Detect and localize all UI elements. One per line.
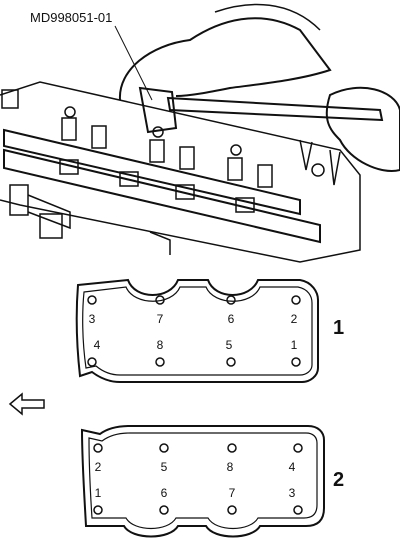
cover-2-bolt-hole — [159, 505, 169, 515]
cover-1-bolt-hole — [226, 295, 236, 305]
cover-1-label: 1 — [333, 317, 344, 339]
cover-2-outline — [80, 425, 325, 538]
tool-leader-line — [114, 25, 153, 101]
camshaft-rail-upper — [3, 128, 301, 216]
wrench-handle — [166, 96, 384, 122]
hand-right — [325, 86, 400, 172]
camshaft-rail-lower — [3, 148, 321, 244]
cover-2-bolt-number: 6 — [161, 486, 168, 500]
cover-2-bolt-hole — [293, 505, 303, 515]
cover-1-bolt-number: 7 — [157, 312, 164, 326]
cover-1-bolt-number: 2 — [291, 312, 298, 326]
cover-1-bolt-number: 3 — [89, 312, 96, 326]
cover-2-bolt-number: 4 — [289, 460, 296, 474]
head-end-bolts — [1, 89, 171, 255]
cover-1-bolt-hole — [291, 357, 301, 367]
cover-1-bolt-hole — [155, 295, 165, 305]
cover-2-inner-outline — [88, 432, 318, 529]
tool-part-label: MD998051-01 — [30, 10, 112, 25]
cover-2-bolt-number: 3 — [289, 486, 296, 500]
cover-1-bolt-hole — [291, 295, 301, 305]
valve-train — [59, 106, 341, 213]
cover-1-bolt-number: 8 — [157, 338, 164, 352]
cover-2-bolt-hole — [227, 505, 237, 515]
rocker-cover-2: 2 5 8 4 1 6 7 3 2 — [80, 425, 344, 538]
head-outline — [0, 81, 361, 263]
hand-upper — [118, 17, 332, 101]
cover-1-bolt-hole — [87, 357, 97, 367]
cover-2-bolt-hole — [93, 505, 103, 515]
cover-1-bolt-hole — [87, 295, 97, 305]
cover-2-bolt-number: 5 — [161, 460, 168, 474]
engine-illustration: MD998051-01 — [0, 3, 400, 263]
cover-2-bolt-number: 1 — [95, 486, 102, 500]
sleeve-upper — [214, 3, 321, 31]
cover-1-inner-outline — [82, 286, 313, 376]
cover-1-outline — [75, 278, 319, 383]
cover-1-bolt-number: 4 — [94, 338, 101, 352]
cover-2-bolt-hole — [293, 443, 303, 453]
cover-1-bolt-number: 1 — [291, 338, 298, 352]
cover-1-bolt-hole — [155, 357, 165, 367]
cover-2-bolt-hole — [227, 443, 237, 453]
cover-2-label: 2 — [333, 469, 344, 491]
rocker-cover-1: 3 7 6 2 4 8 5 1 1 — [75, 278, 344, 383]
cover-2-bolt-hole — [93, 443, 103, 453]
left-arrow — [8, 392, 45, 416]
cover-2-bolt-number: 8 — [227, 460, 234, 474]
cover-2-bolt-hole — [159, 443, 169, 453]
front-direction-arrow-icon — [8, 392, 45, 416]
cover-2-bolt-number: 7 — [229, 486, 236, 500]
cover-2-bolt-number: 2 — [95, 460, 102, 474]
cover-1-bolt-hole — [226, 357, 236, 367]
cover-1-bolt-number: 6 — [228, 312, 235, 326]
tool-head — [138, 86, 178, 134]
cover-1-bolt-number: 5 — [226, 338, 233, 352]
